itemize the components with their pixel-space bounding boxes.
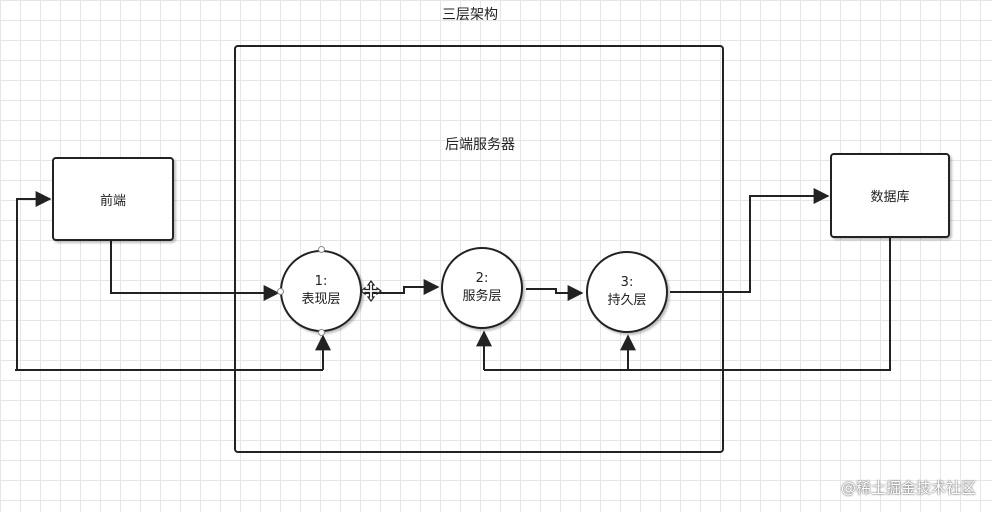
frontend-node[interactable]: 前端 [52,157,174,241]
layer-presentation[interactable]: 1: 表现层 [280,250,362,332]
frontend-label: 前端 [99,193,126,209]
edge-frontend-to-layer1 [110,241,280,301]
database-label: 数据库 [870,190,910,205]
database-node[interactable]: 数据库 [830,153,950,238]
edge-database-return [484,238,891,371]
layer-label: 服务层 [462,289,502,304]
selection-handle-left[interactable] [277,288,284,295]
edge-return-to-frontend [16,191,52,370]
layer-label: 表现层 [301,292,341,307]
edge-layer3-to-database [670,188,830,293]
diagram-title: 三层架构 [442,7,498,23]
move-cursor-icon [360,280,382,302]
selection-handle-top[interactable] [318,246,325,253]
selection-handle-bottom[interactable] [318,329,325,336]
layer-number: 2: [475,271,489,286]
backend-server-label: 后端服务器 [445,137,515,153]
layer-label: 持久层 [607,293,647,308]
edge-layer2-to-layer3 [526,285,584,301]
backend-server-container[interactable] [234,45,724,453]
layer-number: 3: [620,275,634,290]
layer-service[interactable]: 2: 服务层 [441,247,523,329]
layer-persistence[interactable]: 3: 持久层 [586,251,668,333]
layer-number: 1: [314,274,328,289]
edge-layer1-to-layer2 [364,279,440,295]
watermark: @稀土掘金技术社区 [840,479,976,497]
